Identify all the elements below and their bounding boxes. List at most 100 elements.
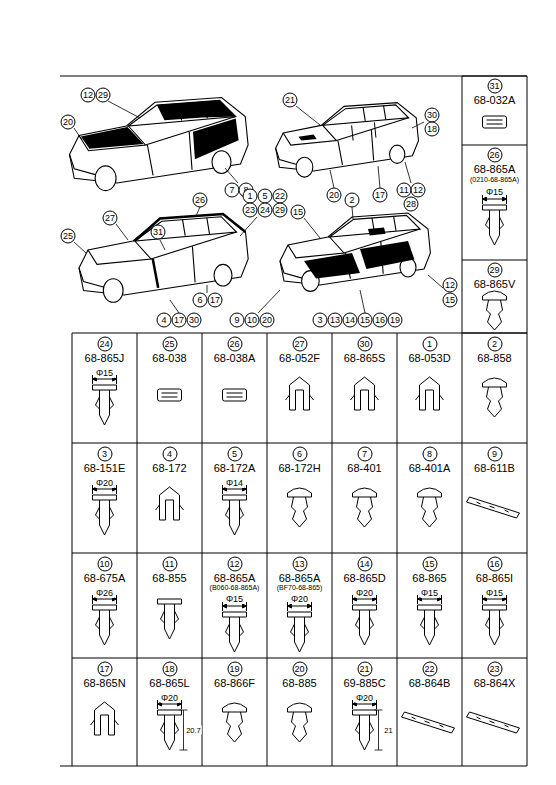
part-number: 68-401A [409,462,451,474]
callout-number: 12 [81,88,96,103]
alt-part-number: (B060-68-865A) [210,584,260,592]
callout-number: 12 [411,183,426,198]
part-number: 68-864B [409,677,451,689]
callout-number: 15 [443,293,458,308]
callout-number: 13 [292,557,307,572]
dimension: Φ15 [225,594,244,604]
callout-number: 6 [193,293,208,308]
callout-number: 6 [292,447,307,462]
dimension: 20.7 [185,726,202,735]
callout-number: 14 [343,313,358,328]
part-number: 68-032A [474,94,516,106]
callout-number: 5 [258,189,273,204]
part-number: 68-865D [343,572,385,584]
callout-number: 23 [487,662,502,677]
callout-number: 2 [345,193,360,208]
callout-number: 27 [292,337,307,352]
callout-number: 18 [425,122,440,137]
callout-number: 15 [422,557,437,572]
callout-number: 17 [208,293,223,308]
dimension: Φ20 [355,693,374,703]
alt-part-number: (BF70-68-865) [277,584,323,592]
part-number: 68-611B [474,462,515,474]
callout-number: 10 [245,313,260,328]
callout-number: 15 [291,205,306,220]
callout-number: 30 [357,337,372,352]
part-number: 68-885 [282,677,316,689]
callout-number: 18 [162,662,177,677]
callout-number: 3 [97,447,112,462]
callout-number: 30 [425,108,440,123]
part-number: 68-172A [214,462,256,474]
callout-number: 12 [443,278,458,293]
callout-number: 8 [422,447,437,462]
part-number: 68-053D [408,352,450,364]
part-number: 68-865V [474,278,516,290]
callout-number: 26 [487,148,502,163]
callout-number: 31 [151,225,166,240]
callout-number: 22 [273,189,288,204]
part-number: 68-865 [412,572,446,584]
part-number: 68-038A [214,352,256,364]
dimension: Φ15 [420,588,439,598]
callout-number: 14 [357,557,372,572]
part-number: 68-865J [85,352,125,364]
part-number: 68-865A [474,163,516,175]
callout-number: 1 [243,189,258,204]
part-number: 69-885C [343,677,385,689]
callout-number: 19 [227,662,242,677]
callout-number: 29 [273,203,288,218]
callout-number: 7 [357,447,372,462]
callout-number: 21 [283,93,298,108]
callout-number: 17 [172,313,187,328]
dimension: Φ26 [95,588,114,598]
dimension: Φ14 [225,478,244,488]
part-number: 68-865N [83,677,125,689]
part-number: 68-172 [152,462,186,474]
callout-number: 9 [230,313,245,328]
callout-number: 9 [487,447,502,462]
part-number: 68-865L [149,677,189,689]
part-number: 68-052F [279,352,320,364]
callout-number: 22 [422,662,437,677]
dimension: Φ20 [290,594,309,604]
callout-number: 4 [157,313,172,328]
dimension: Φ15 [485,588,504,598]
dimension: Φ20 [160,693,179,703]
callout-number: 20 [61,115,76,130]
part-number: 68-865I [476,572,513,584]
callout-number: 30 [187,313,202,328]
callout-number: 20 [260,313,275,328]
callout-number: 25 [162,337,177,352]
dimension: Φ20 [95,478,114,488]
part-number: 68-858 [477,352,511,364]
callout-number: 7 [225,183,240,198]
callout-number: 29 [487,263,502,278]
callout-number: 23 [243,203,258,218]
callout-number: 2 [487,337,502,352]
part-number: 68-866F [214,677,255,689]
callout-number: 25 [61,229,76,244]
callout-number: 21 [357,662,372,677]
callout-number: 28 [404,197,419,212]
part-number: 68-865S [344,352,386,364]
callout-number: 10 [97,557,112,572]
callout-number: 24 [258,203,273,218]
callout-number: 31 [487,79,502,94]
dimension: 21 [383,726,393,735]
callout-number: 27 [103,211,118,226]
callout-number: 16 [487,557,502,572]
callout-number: 13 [328,313,343,328]
part-number: 68-865A [214,572,256,584]
part-number: 68-151E [84,462,126,474]
callout-number: 17 [373,188,388,203]
part-number: 68-864X [474,677,516,689]
callout-number: 19 [388,313,403,328]
callout-number: 12 [227,557,242,572]
callout-number: 24 [97,337,112,352]
callout-number: 4 [162,447,177,462]
alt-part-number: (0210-68-865A) [470,176,519,184]
callout-number: 11 [397,183,412,198]
callout-number: 1 [422,337,437,352]
